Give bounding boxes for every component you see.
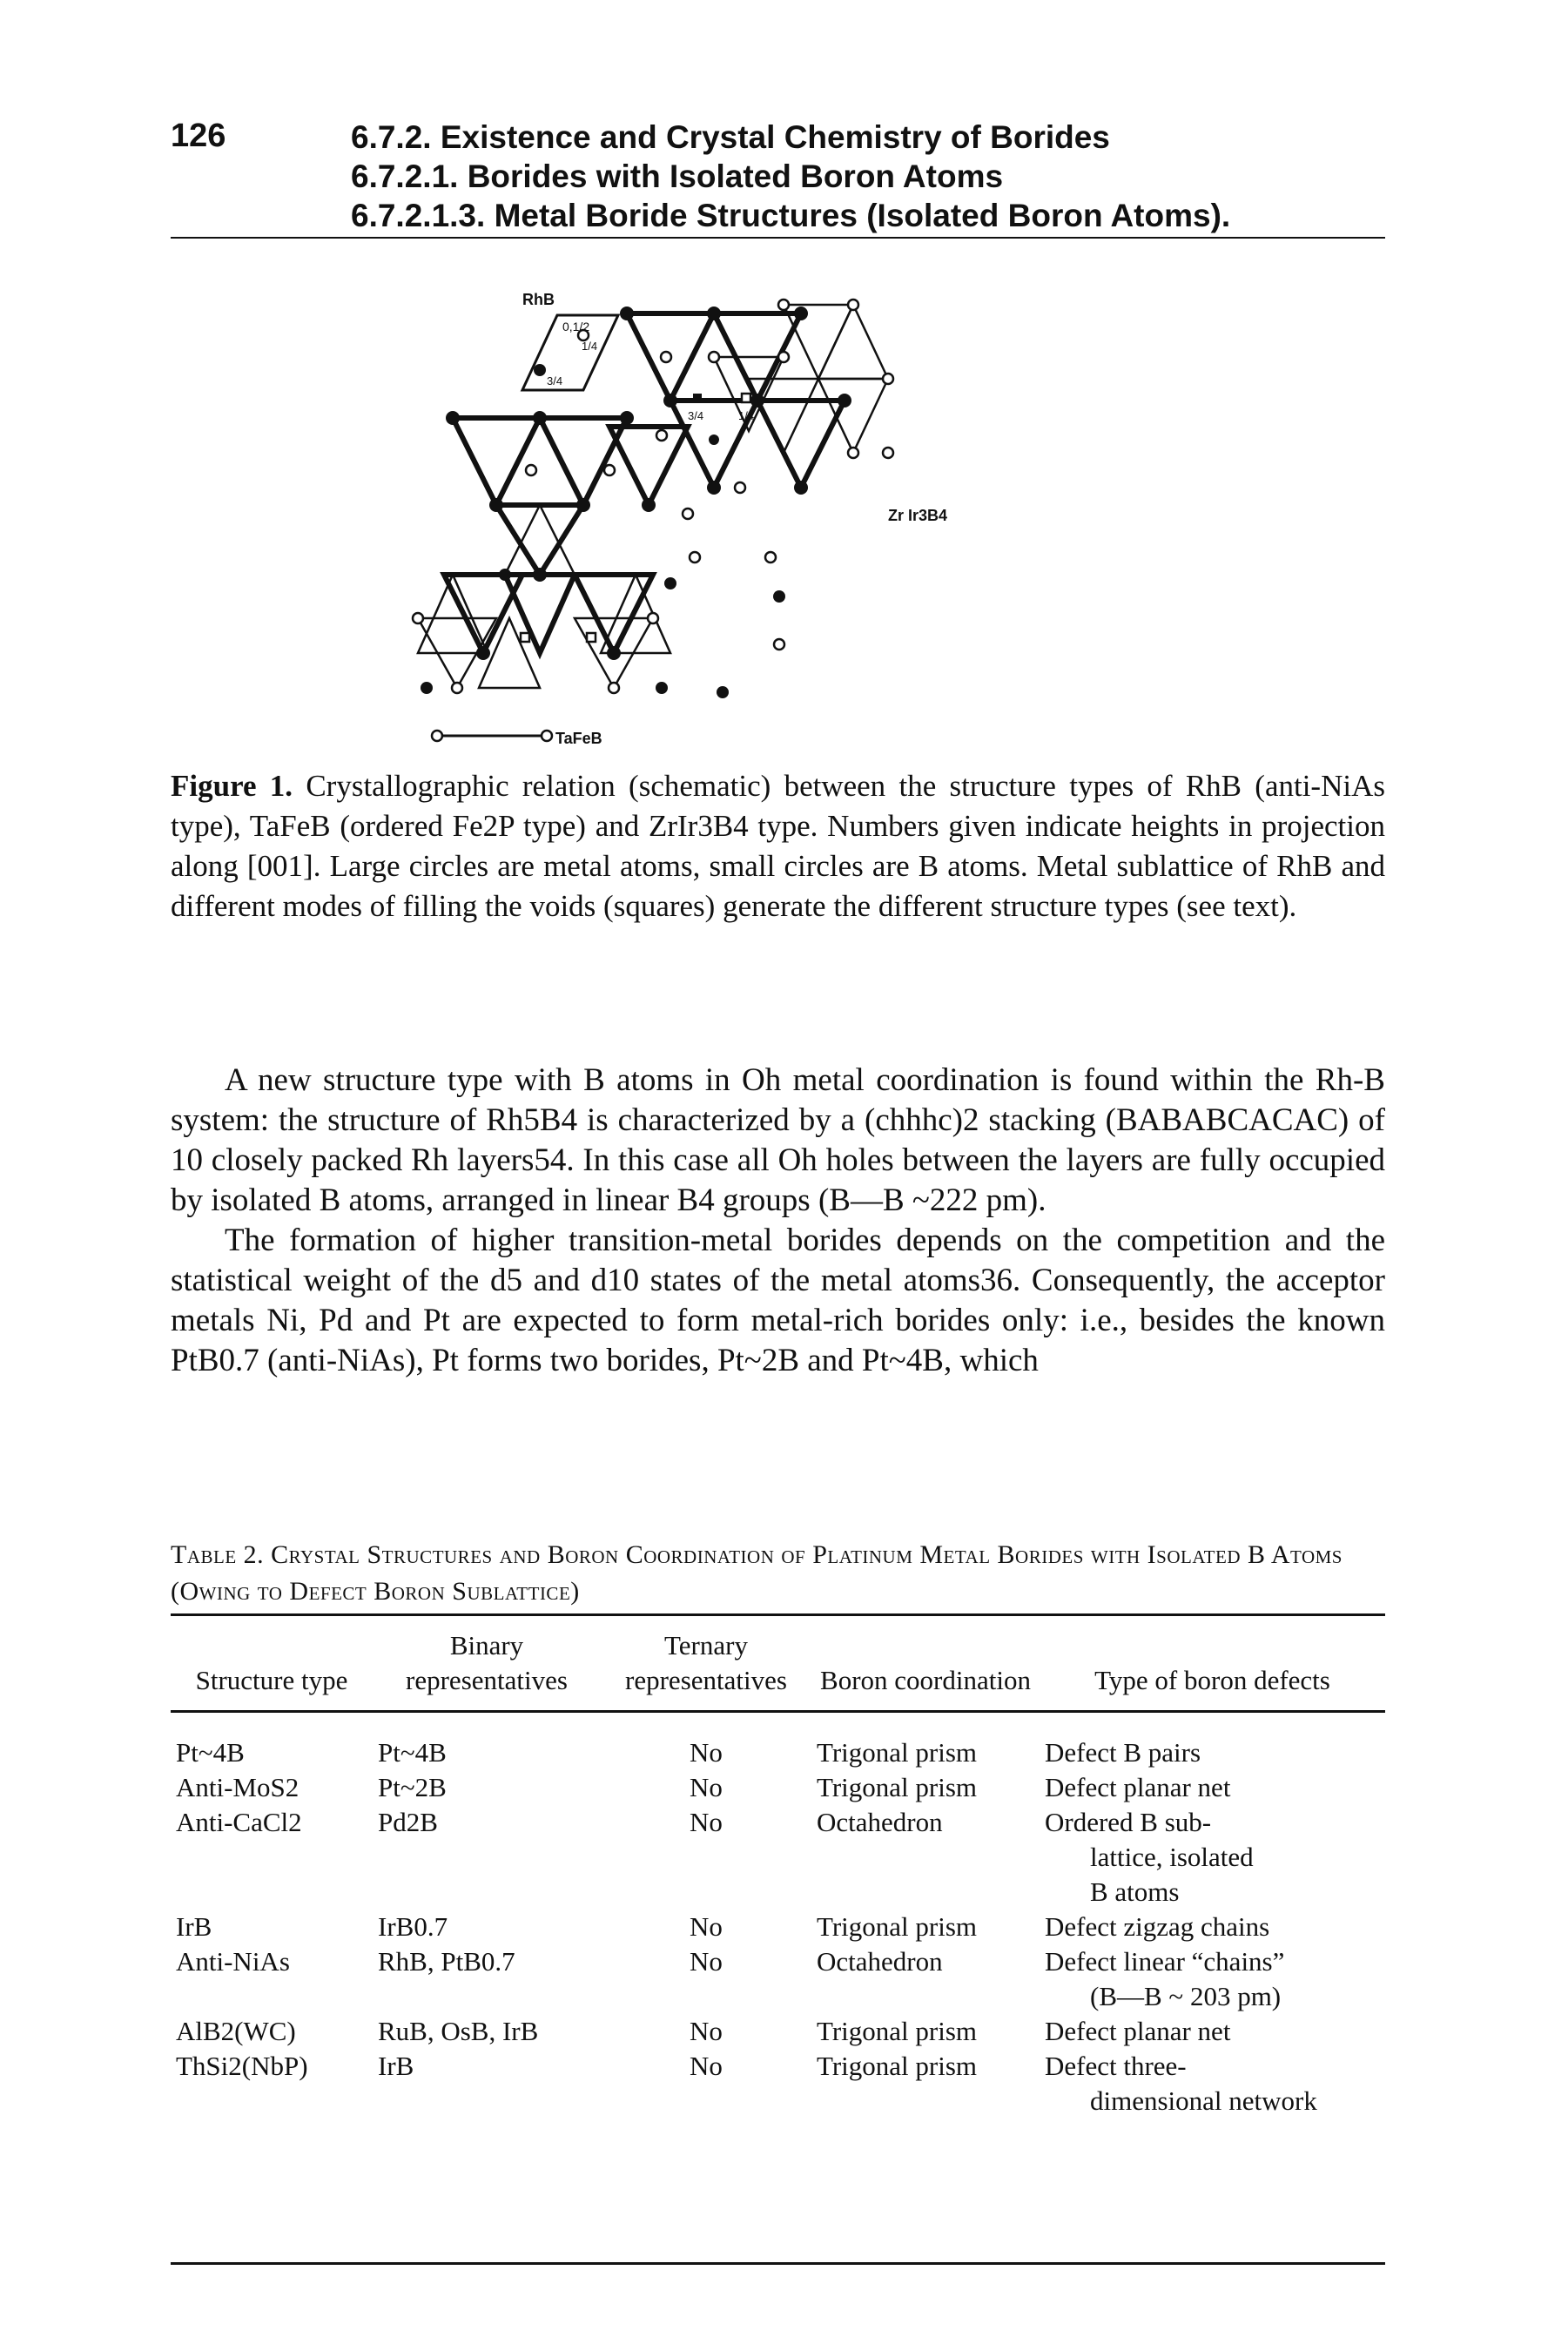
table-cell-defect: Defect zigzag chains: [1040, 1910, 1385, 1944]
table-row: Anti-NiAs RhB, PtB0.7 No Octahedron Defect l…: [171, 1944, 1385, 2014]
defect-line: lattice, isolated: [1090, 1842, 1254, 1872]
zrir3b4-thick-triangles: [605, 311, 849, 511]
table-cell-ternary: No: [690, 1946, 723, 1977]
section-heading-line: 6.7.2.1.3. Metal Boride Structures (Isol…: [351, 198, 1231, 233]
table-cell-structure: AlB2(WC): [176, 2016, 296, 2046]
table-cell-ternary: No: [690, 1911, 723, 1942]
table-cell-binary: Pd2B: [378, 1807, 438, 1837]
rhb-unit-cell: [520, 313, 621, 392]
table-cell-structure: Anti-NiAs: [176, 1946, 290, 1977]
table-cell-structure: Pt~4B: [176, 1737, 245, 1768]
table-cell-ternary: No: [690, 1737, 723, 1768]
table-cell-defect: Defect linear “chains” (B—B ~ 203 pm): [1040, 1944, 1385, 2014]
table-cell-binary: RhB, PtB0.7: [378, 1946, 515, 1977]
boron-atoms: [411, 298, 895, 743]
defect-line: Defect planar net: [1045, 2016, 1231, 2046]
section-heading: 6.7.2. Existence and Crystal Chemistry o…: [351, 118, 1230, 235]
table-cell-coordination: Octahedron: [817, 1946, 943, 1977]
table-title-text: Crystal Structures and Boron Coordinatio…: [171, 1540, 1343, 1606]
column-header: Structure type: [195, 1665, 348, 1695]
body-text: A new structure type with B atoms in Oh …: [171, 1061, 1385, 1381]
table-row: Anti-MoS2 Pt~2B No Trigonal prism Defect pla…: [171, 1770, 1385, 1805]
label-square-a: 3/4: [688, 409, 703, 422]
defect-line: Ordered B sub-: [1045, 1807, 1212, 1837]
figure-caption: Figure 1. Crystallographic relation (sch…: [171, 766, 1385, 926]
defect-line: (B—B ~ 203 pm): [1090, 1981, 1282, 2011]
table-cell-ternary: No: [690, 1772, 723, 1802]
column-header: Ternary representatives: [625, 1630, 787, 1695]
paragraph: The formation of higher transition-metal…: [171, 1223, 1385, 1378]
defect-line: dimensional network: [1090, 2085, 1317, 2116]
section-heading-line: 6.7.2.1. Borides with Isolated Boron Ato…: [351, 158, 1004, 194]
table-cell-coordination: Trigonal prism: [817, 1772, 978, 1802]
table-cell-coordination: Trigonal prism: [817, 1737, 978, 1768]
label-zrir3b4: Zr Ir3B4: [888, 507, 947, 524]
label-square-b: 1/4: [738, 409, 754, 422]
column-header: Binary representatives: [406, 1630, 568, 1695]
column-header: Type of boron defects: [1094, 1665, 1330, 1695]
table-cell-ternary: No: [690, 1807, 723, 1837]
section-heading-line: 6.7.2. Existence and Crystal Chemistry o…: [351, 119, 1110, 155]
table-cell-coordination: Trigonal prism: [817, 1911, 978, 1942]
metal-atoms: [421, 307, 851, 698]
table-cell-coordination: Octahedron: [817, 1807, 943, 1837]
table-row: ThSi2(NbP) IrB No Trigonal prism Defect thre…: [171, 2049, 1385, 2119]
paragraph: A new structure type with B atoms in Oh …: [171, 1062, 1385, 1218]
column-header: Boron coordination: [820, 1665, 1031, 1695]
table-title: Table 2. Crystal Structures and Boron Co…: [171, 1537, 1385, 1610]
table-row: IrB IrB0.7 No Trigonal prism Defect zigzag c…: [171, 1910, 1385, 1944]
crystal-structure-figure: RhB 0,1/2 1/4 3/4 3/4 1/4 Zr Ir3B4 TaFeB: [411, 291, 947, 747]
label-tafeb: TaFeB: [555, 730, 602, 747]
table-cell-defect: Defect B pairs: [1040, 1712, 1385, 1771]
table-cell-binary: IrB0.7: [378, 1911, 448, 1942]
figure-caption-label: Figure 1.: [171, 769, 293, 803]
label-rhb-height-a: 0,1/2: [562, 320, 589, 333]
table-cell-defect: Defect three-dimensional network: [1040, 2049, 1385, 2119]
defect-line: B atoms: [1090, 1876, 1180, 1907]
table-cell-binary: Pt~2B: [378, 1772, 447, 1802]
header-rule: [171, 237, 1385, 239]
page-number: 126: [171, 118, 226, 154]
table-cell-binary: Pt~4B: [378, 1737, 447, 1768]
table-cell-defect: Ordered B sub-lattice, isolated B atoms: [1040, 1805, 1385, 1910]
label-rhb: RhB: [522, 291, 555, 308]
table-cell-defect: Defect planar net: [1040, 1770, 1385, 1805]
data-table: Structure type Binary representatives Te…: [171, 1628, 1385, 2119]
table-cell-defect: Defect planar net: [1040, 2014, 1385, 2049]
zrir3b4-thin-triangles: [712, 302, 890, 455]
table-cell-ternary: No: [690, 2051, 723, 2081]
void-squares: [519, 392, 752, 643]
table-cell-binary: IrB: [378, 2051, 414, 2081]
table-cell-binary: RuB, OsB, IrB: [378, 2016, 539, 2046]
defect-line: Defect B pairs: [1045, 1737, 1201, 1768]
table-label: Table 2.: [171, 1540, 265, 1569]
table-bottom-rule: [171, 2262, 1385, 2265]
label-rhb-height-c: 3/4: [547, 374, 562, 387]
table-cell-ternary: No: [690, 2016, 723, 2046]
defect-line: Defect planar net: [1045, 1772, 1231, 1802]
table-cell-coordination: Trigonal prism: [817, 2051, 978, 2081]
defect-line: Defect three-: [1045, 2051, 1187, 2081]
table-header-row: Structure type Binary representatives Te…: [171, 1628, 1385, 1712]
table-cell-structure: Anti-CaCl2: [176, 1807, 302, 1837]
table-cell-structure: Anti-MoS2: [176, 1772, 299, 1802]
figure-caption-text: Crystallographic relation (schematic) be…: [171, 769, 1385, 923]
table-top-rule: [171, 1613, 1385, 1616]
table-row: AlB2(WC) RuB, OsB, IrB No Trigonal prism Def…: [171, 2014, 1385, 2049]
table-cell-structure: ThSi2(NbP): [176, 2051, 308, 2081]
table-row: Pt~4B Pt~4B No Trigonal prism Defect B pairs: [171, 1712, 1385, 1771]
table-row: Anti-CaCl2 Pd2B No Octahedron Ordered B sub-…: [171, 1805, 1385, 1910]
table-cell-structure: IrB: [176, 1911, 212, 1942]
defect-line: Defect zigzag chains: [1045, 1911, 1270, 1942]
table-cell-coordination: Trigonal prism: [817, 2016, 978, 2046]
label-rhb-height-b: 1/4: [582, 340, 597, 353]
defect-line: Defect linear “chains”: [1045, 1946, 1285, 1977]
